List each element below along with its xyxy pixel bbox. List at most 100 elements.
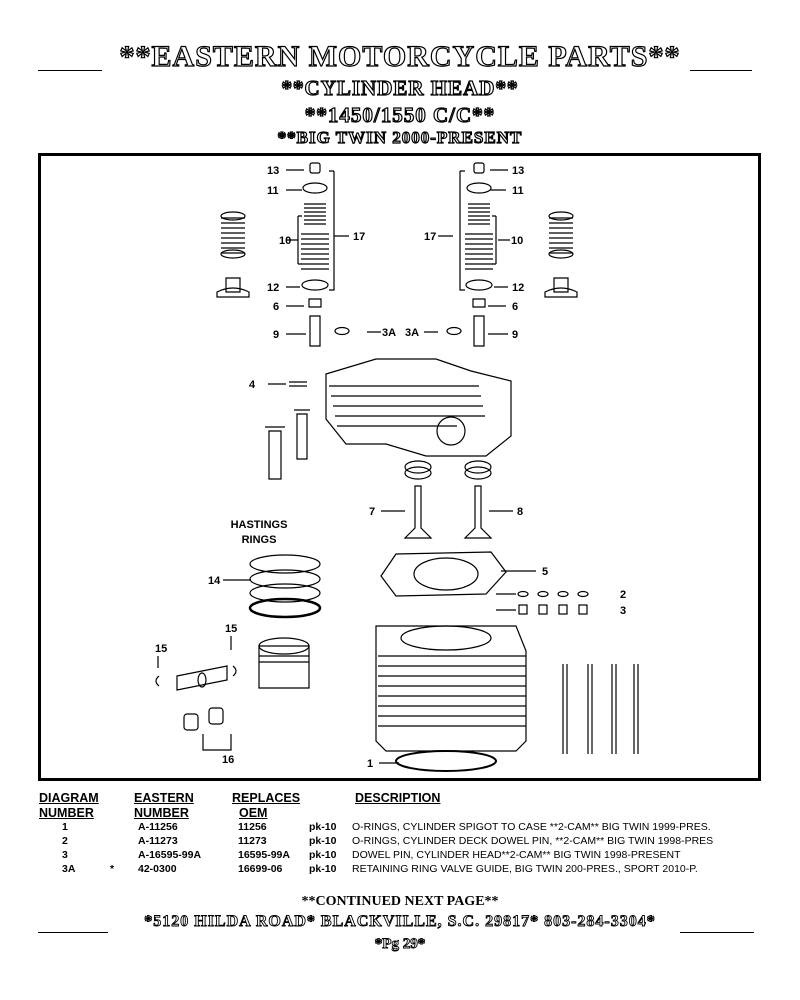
valve-guide-left bbox=[309, 315, 321, 347]
header-diagram-line1: DIAGRAM bbox=[39, 791, 99, 805]
valve-keeper-left bbox=[309, 162, 321, 174]
cell-description: O-RINGS, CYLINDER SPIGOT TO CASE **2-CAM… bbox=[352, 821, 711, 833]
company-title: **EASTERN MOTORCYCLE PARTS** bbox=[119, 39, 681, 73]
circlip-right bbox=[232, 665, 237, 677]
header-rule-left bbox=[38, 70, 102, 71]
footer-rule-left bbox=[38, 932, 108, 933]
cell-mark: * bbox=[110, 863, 115, 875]
callout-3: 3 bbox=[620, 605, 626, 617]
cell-oem: 16699-06 bbox=[238, 863, 283, 875]
callout-17-left: 17 bbox=[353, 231, 365, 243]
cell-pack: pk-10 bbox=[309, 863, 337, 875]
continued-notice: **CONTINUED NEXT PAGE** bbox=[301, 894, 499, 909]
callout-10-right: 10 bbox=[511, 235, 523, 247]
section-title: **CYLINDER HEAD** bbox=[281, 75, 519, 100]
spare-spring-left bbox=[221, 217, 245, 254]
fitment-title: **BIG TWIN 2000-PRESENT bbox=[277, 127, 523, 147]
valve-seal-small-left bbox=[308, 298, 322, 308]
intake-valve bbox=[403, 485, 433, 539]
pin-bushing-left bbox=[183, 713, 199, 731]
wrist-pin bbox=[176, 665, 228, 691]
piston-ring-1 bbox=[249, 554, 321, 574]
header-description: DESCRIPTION bbox=[355, 791, 441, 805]
callout-1: 1 bbox=[367, 758, 373, 770]
exploded-parts-diagram: 13 11 10 17 12 6 9 3A 13 11 17 10 12 6 9… bbox=[38, 153, 761, 781]
cell-oem: 11273 bbox=[238, 835, 267, 847]
piston bbox=[258, 645, 310, 689]
callout-15-right: 15 bbox=[225, 623, 237, 635]
header-diagram-line2: NUMBER bbox=[39, 806, 94, 820]
callout-3a-right: 3A bbox=[405, 327, 419, 339]
cell-diagram: 1 bbox=[62, 821, 68, 833]
spring-seat-left bbox=[301, 279, 329, 291]
leader-lines-lower bbox=[157, 510, 536, 764]
header-eastern-line1: EASTERN bbox=[134, 791, 194, 805]
hastings-label-line2: RINGS bbox=[242, 534, 277, 546]
cylinder-head bbox=[325, 358, 512, 457]
callout-16: 16 bbox=[222, 754, 234, 766]
footer-rule-right bbox=[680, 932, 754, 933]
cell-description: RETAINING RING VALVE GUIDE, BIG TWIN 200… bbox=[352, 863, 698, 875]
cell-eastern: A-11273 bbox=[138, 835, 178, 847]
header-replaces-line2: OEM bbox=[239, 806, 268, 820]
cell-oem: 16595-99A bbox=[238, 849, 290, 861]
piston-ring-3 bbox=[249, 583, 321, 603]
circlip-left bbox=[155, 675, 160, 687]
piston-ring-4 bbox=[248, 597, 322, 619]
head-bolt-right bbox=[294, 409, 310, 460]
header-rule-right bbox=[690, 70, 752, 71]
valve-keeper-right bbox=[473, 162, 485, 174]
cell-pack: pk-10 bbox=[309, 835, 337, 847]
spigot-o-ring bbox=[395, 750, 497, 772]
header-eastern-line2: NUMBER bbox=[134, 806, 189, 820]
callout-14: 14 bbox=[208, 575, 221, 587]
head-bolt-left bbox=[265, 426, 285, 480]
displacement-title: **1450/1550 C/C** bbox=[304, 102, 496, 127]
page-number: *Pg 29* bbox=[374, 936, 426, 953]
diagram-illustration: 13 11 10 17 12 6 9 3A 13 11 17 10 12 6 9… bbox=[155, 162, 639, 772]
callout-9-right: 9 bbox=[512, 329, 518, 341]
cell-eastern: A-11256 bbox=[138, 821, 178, 833]
callout-9-left: 9 bbox=[273, 329, 279, 341]
cell-description: O-RINGS, CYLINDER DECK DOWEL PIN, **2-CA… bbox=[352, 835, 714, 847]
cylinder-barrel bbox=[375, 625, 527, 752]
callout-2: 2 bbox=[620, 589, 626, 601]
exhaust-valve bbox=[463, 485, 493, 539]
callout-12-right: 12 bbox=[512, 282, 524, 294]
head-pin bbox=[289, 381, 307, 387]
cell-description: DOWEL PIN, CYLINDER HEAD**2-CAM** BIG TW… bbox=[352, 849, 681, 861]
callout-17-right: 17 bbox=[424, 231, 436, 243]
cell-eastern: 42-0300 bbox=[138, 863, 177, 875]
valve-seal-left bbox=[216, 277, 250, 298]
callout-13-right: 13 bbox=[512, 165, 524, 177]
company-address: *5120 HILDA ROAD* BLACKVILLE, S.C. 29817… bbox=[144, 913, 656, 931]
callout-6-left: 6 bbox=[273, 301, 279, 313]
callout-15-left: 15 bbox=[155, 643, 167, 655]
head-gasket bbox=[380, 551, 507, 597]
cell-pack: pk-10 bbox=[309, 821, 337, 833]
guide-clip-left bbox=[334, 326, 350, 336]
cell-diagram: 2 bbox=[62, 835, 68, 847]
callout-8: 8 bbox=[517, 506, 523, 518]
callout-3a-left: 3A bbox=[382, 327, 396, 339]
callout-11-left: 11 bbox=[267, 185, 279, 197]
leader-lines-left bbox=[268, 169, 381, 385]
cell-diagram: 3A bbox=[62, 863, 76, 875]
hastings-label-line1: HASTINGS bbox=[231, 519, 288, 531]
cell-oem: 11256 bbox=[238, 821, 267, 833]
callout-4: 4 bbox=[249, 379, 256, 391]
callout-11-right: 11 bbox=[512, 185, 524, 197]
inner-spring-left bbox=[304, 203, 326, 225]
header-replaces-line1: REPLACES bbox=[232, 791, 301, 805]
callout-12-left: 12 bbox=[267, 282, 279, 294]
cylinder-studs bbox=[562, 664, 639, 754]
cell-eastern: A-16595-99A bbox=[138, 849, 202, 861]
callout-10-left: 10 bbox=[279, 235, 291, 247]
pin-bushing-right bbox=[208, 707, 224, 725]
callout-7: 7 bbox=[369, 506, 375, 518]
callout-6-right: 6 bbox=[512, 301, 518, 313]
cell-pack: pk-10 bbox=[309, 849, 337, 861]
callout-13-left: 13 bbox=[267, 165, 279, 177]
leader-lines-right bbox=[424, 169, 510, 335]
spring-retainer-left bbox=[302, 182, 328, 194]
